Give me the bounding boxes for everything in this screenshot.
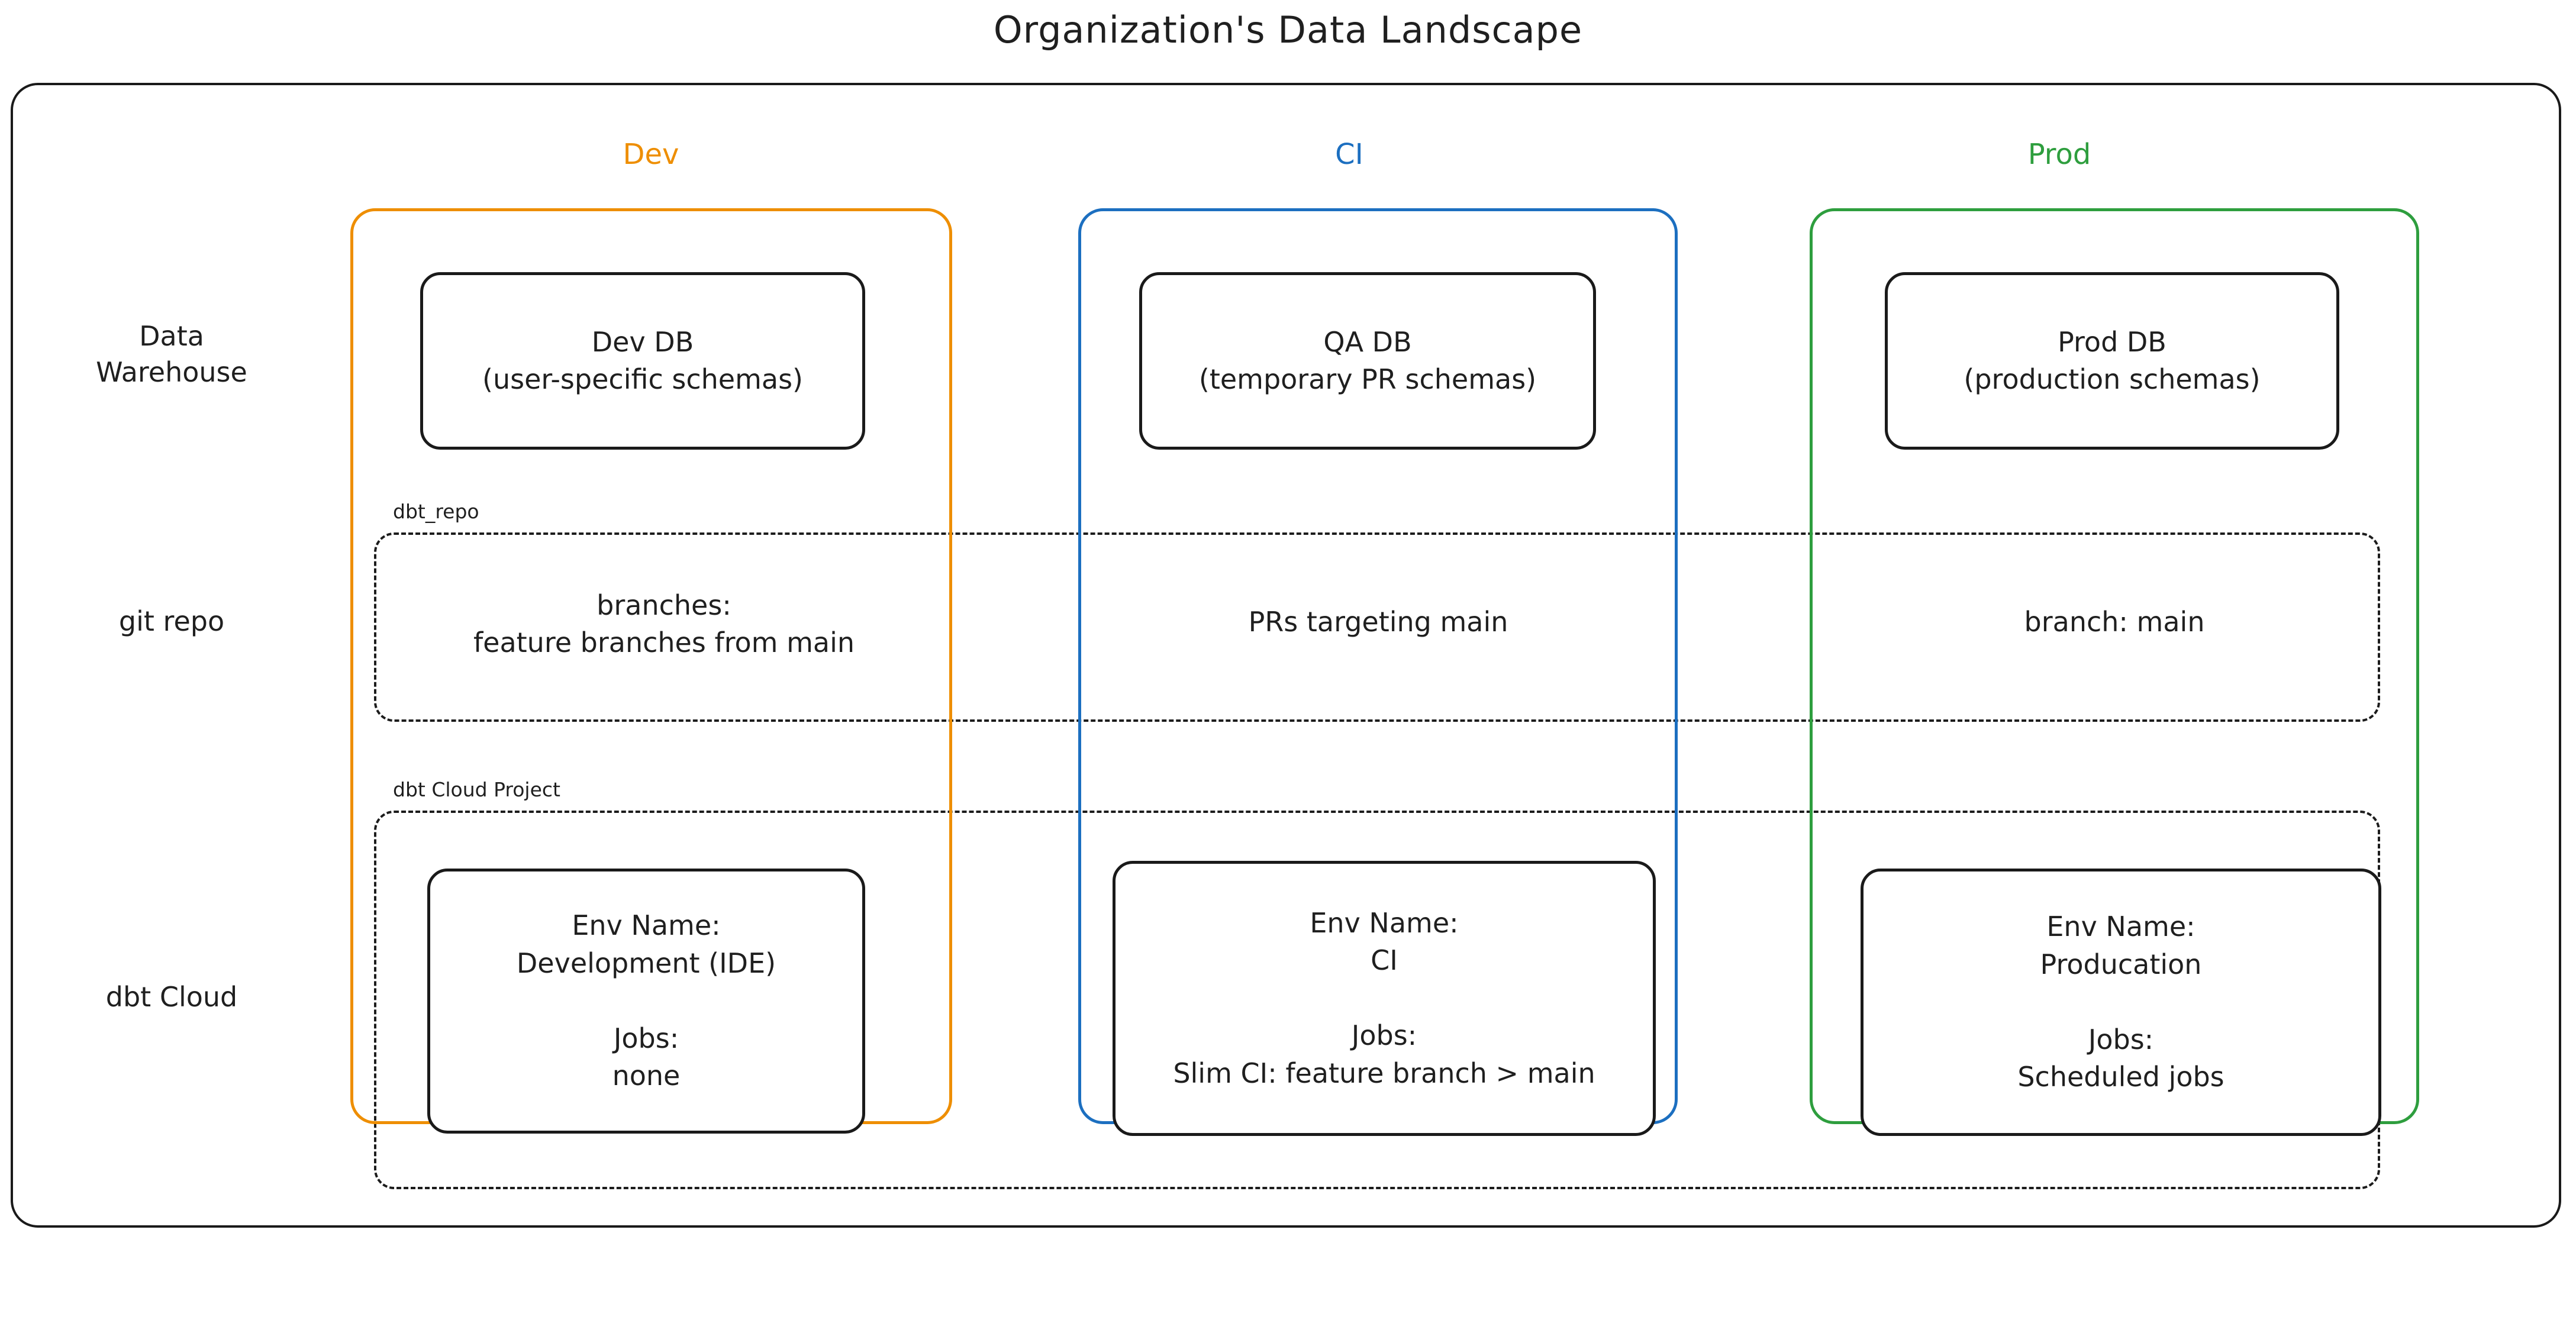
group-container-dbt-repo — [374, 532, 2380, 722]
page-title: Organization's Data Landscape — [993, 8, 1583, 51]
node-dbt-env-prod-text: Env Name: Producation Jobs: Scheduled jo… — [2017, 911, 2224, 1093]
outer-frame — [11, 83, 2561, 1228]
node-dev-db-text: Dev DB (user-specific schemas) — [482, 325, 803, 395]
node-dev-db: Dev DB (user-specific schemas) — [420, 272, 865, 450]
git-repo-prod-text: branch: main — [2024, 606, 2205, 638]
node-qa-db-text: QA DB (temporary PR schemas) — [1198, 325, 1537, 395]
column-header-ci: CI — [1335, 138, 1363, 171]
node-dbt-env-dev: Env Name: Development (IDE) Jobs: none — [427, 869, 865, 1134]
node-prod-db-text: Prod DB (production schemas) — [1964, 325, 2261, 395]
row-label-data-warehouse: Data Warehouse — [96, 320, 247, 388]
node-dbt-env-ci-text: Env Name: CI Jobs: Slim CI: feature bran… — [1173, 906, 1595, 1089]
node-dbt-env-dev-text: Env Name: Development (IDE) Jobs: none — [516, 909, 776, 1092]
group-label-dbt-cloud-project: dbt Cloud Project — [393, 778, 560, 801]
column-header-dev: Dev — [623, 138, 679, 171]
row-label-dbt-cloud: dbt Cloud — [105, 981, 238, 1013]
node-qa-db: QA DB (temporary PR schemas) — [1139, 272, 1596, 450]
git-repo-dev-text: branches: feature branches from main — [473, 589, 855, 659]
node-dbt-env-ci: Env Name: CI Jobs: Slim CI: feature bran… — [1113, 861, 1656, 1136]
column-header-prod: Prod — [2027, 138, 2091, 171]
row-label-git-repo: git repo — [118, 605, 225, 637]
group-label-dbt-repo: dbt_repo — [393, 500, 479, 523]
node-dbt-env-prod: Env Name: Producation Jobs: Scheduled jo… — [1861, 869, 2381, 1136]
git-repo-ci-text: PRs targeting main — [1248, 606, 1508, 638]
node-prod-db: Prod DB (production schemas) — [1885, 272, 2339, 450]
